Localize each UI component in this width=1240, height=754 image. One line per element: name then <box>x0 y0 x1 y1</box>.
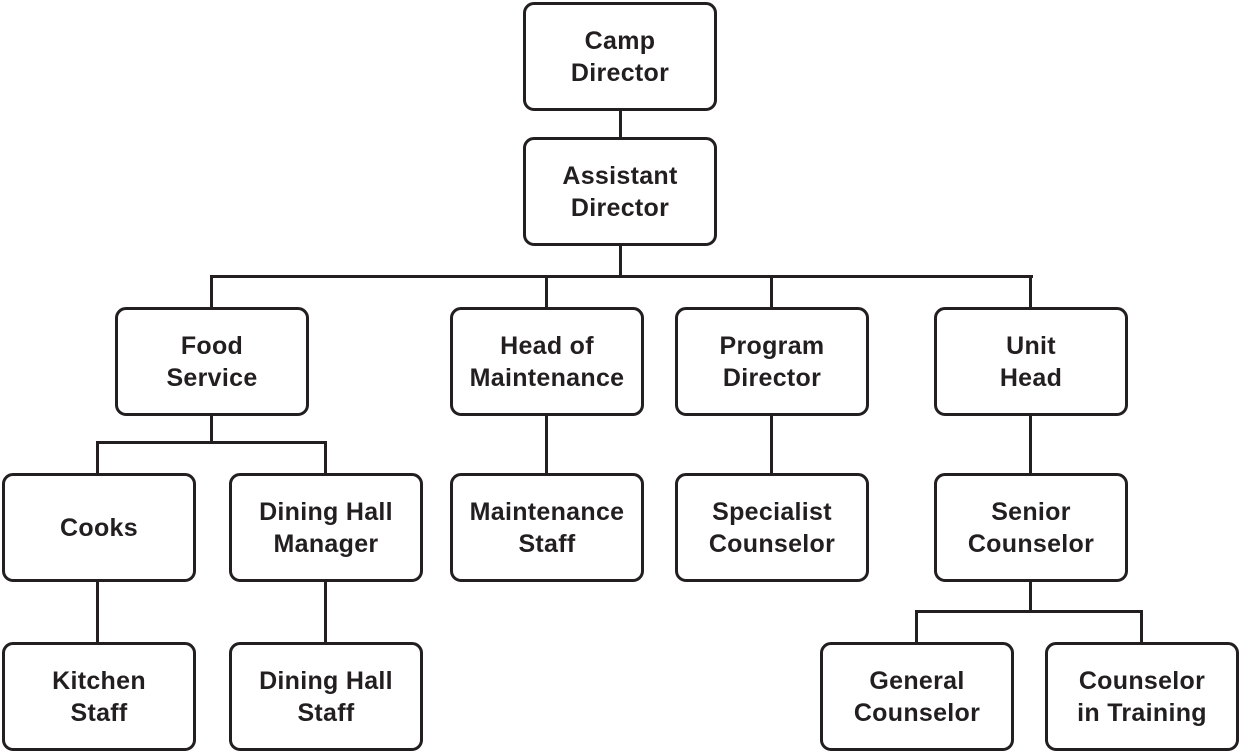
connector <box>210 275 213 308</box>
connector <box>96 441 327 444</box>
node-camp-director: Camp Director <box>523 2 717 111</box>
node-senior-counselor: Senior Counselor <box>934 473 1128 582</box>
connector <box>1029 275 1032 308</box>
node-label: Program Director <box>719 331 825 392</box>
connector <box>324 582 327 643</box>
node-dining-hall-manager: Dining Hall Manager <box>229 473 423 582</box>
node-dining-hall-staff: Dining Hall Staff <box>229 642 423 751</box>
connector <box>915 610 918 643</box>
node-label: General Counselor <box>853 666 981 727</box>
node-label: Dining Hall Manager <box>259 497 393 558</box>
node-label: Dining Hall Staff <box>259 666 393 727</box>
node-label: Assistant Director <box>562 161 678 222</box>
connector <box>1029 582 1032 612</box>
node-label: Head of Maintenance <box>469 331 625 392</box>
node-general-counselor: General Counselor <box>820 642 1014 751</box>
node-unit-head: Unit Head <box>934 307 1128 416</box>
node-program-director: Program Director <box>675 307 869 416</box>
node-specialist-counselor: Specialist Counselor <box>675 473 869 582</box>
node-food-service: Food Service <box>115 307 309 416</box>
connector <box>1029 415 1032 474</box>
connector <box>96 441 99 474</box>
node-label: Camp Director <box>570 26 670 87</box>
connector <box>210 415 213 443</box>
node-maintenance-staff: Maintenance Staff <box>450 473 644 582</box>
node-kitchen-staff: Kitchen Staff <box>2 642 196 751</box>
connector <box>770 275 773 308</box>
connector <box>96 582 99 643</box>
connector <box>770 415 773 474</box>
node-label: Specialist Counselor <box>708 497 836 558</box>
connector <box>619 245 622 278</box>
connector <box>324 441 327 474</box>
node-label: Cooks <box>60 513 138 542</box>
node-cooks: Cooks <box>2 473 196 582</box>
connector <box>210 275 1033 278</box>
connector <box>619 110 622 138</box>
node-counselor-in-training: Counselor in Training <box>1045 642 1239 751</box>
node-label: Unit Head <box>999 331 1063 392</box>
connector <box>545 275 548 308</box>
node-label: Counselor in Training <box>1077 666 1207 727</box>
node-label: Food Service <box>166 331 258 392</box>
node-label: Maintenance Staff <box>469 497 625 558</box>
connector <box>1140 610 1143 643</box>
node-label: Kitchen Staff <box>52 666 146 727</box>
node-label: Senior Counselor <box>967 497 1095 558</box>
connector <box>915 610 1143 613</box>
connector <box>545 415 548 474</box>
node-assistant-director: Assistant Director <box>523 137 717 246</box>
node-head-of-maintenance: Head of Maintenance <box>450 307 644 416</box>
